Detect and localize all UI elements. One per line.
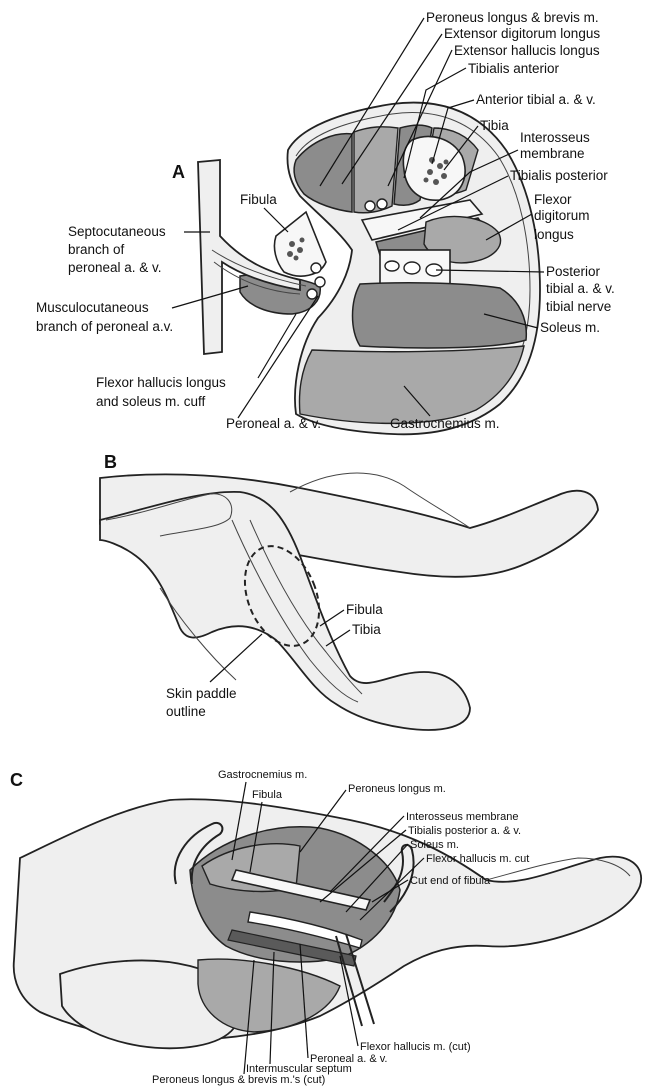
label-fibula-b: Fibula bbox=[346, 602, 383, 617]
fibula-marrow bbox=[287, 237, 305, 261]
panel-a-cross-section bbox=[286, 101, 541, 436]
label-tibia: Tibia bbox=[480, 118, 509, 133]
label-septocutaneous-2: branch of bbox=[68, 242, 125, 257]
label-posterior-tibial-3: tibial nerve bbox=[546, 299, 611, 314]
label-tibialis-anterior: Tibialis anterior bbox=[468, 61, 560, 76]
label-posterior-tibial-2: tibial a. & v. bbox=[546, 281, 615, 296]
tibia-outline-b bbox=[231, 519, 359, 703]
label-extensor-hallucis: Extensor hallucis longus bbox=[454, 43, 600, 58]
label-fibula-a: Fibula bbox=[240, 192, 277, 207]
label-musculocutaneous-2: branch of peroneal a.v. bbox=[36, 319, 173, 334]
posterior-tibial-vessel-2 bbox=[403, 261, 421, 275]
label-septocutaneous-3: peroneal a. & v. bbox=[68, 260, 162, 275]
label-soleus-a: Soleus m. bbox=[540, 320, 600, 335]
panel-b-letter: B bbox=[104, 452, 117, 472]
panel-a-fibula-flap bbox=[197, 159, 327, 356]
label-interosseus-1: Interosseus bbox=[520, 130, 590, 145]
label-soleus-c: Soleus m. bbox=[410, 839, 459, 851]
panel-c: C Gastrocnemius m. Fibula Peroneus longu… bbox=[10, 769, 643, 1086]
label-tibia-b: Tibia bbox=[352, 622, 381, 637]
extensor-digitorum-muscle bbox=[353, 126, 399, 214]
label-musculocutaneous-1: Musculocutaneous bbox=[36, 300, 149, 315]
tibia-marrow bbox=[423, 157, 449, 185]
anterior-tibial-vessels bbox=[364, 198, 388, 212]
label-skin-paddle-2: outline bbox=[166, 704, 206, 719]
panel-b: B Fibula Tibia Skin paddle outline bbox=[99, 452, 599, 731]
posterior-tibial-vessel-1 bbox=[384, 260, 400, 272]
panel-a: A bbox=[36, 10, 615, 436]
panel-a-letter: A bbox=[172, 162, 185, 182]
panel-a-leader-lines bbox=[171, 17, 545, 419]
label-flexor-digitorum-2: digitorum bbox=[534, 208, 590, 223]
label-fibula-c: Fibula bbox=[252, 789, 283, 801]
label-fhl-cuff-2: and soleus m. cuff bbox=[96, 394, 206, 409]
operative-leg bbox=[99, 490, 471, 731]
label-peroneus-lb-cut: Peroneus longus & brevis m.'s (cut) bbox=[152, 1074, 325, 1086]
fibula-exposed bbox=[230, 869, 372, 911]
femur-outline bbox=[105, 493, 233, 537]
interosseus-membrane bbox=[360, 199, 484, 241]
panel-c-leader-lines bbox=[231, 781, 425, 1075]
label-flexor-hallucis-cut: Flexor hallucis m. cut bbox=[426, 853, 529, 865]
label-tibialis-posterior: Tibialis posterior bbox=[510, 168, 608, 183]
label-anterior-tibial: Anterior tibial a. & v. bbox=[476, 92, 596, 107]
peroneus-muscle bbox=[293, 132, 353, 213]
fibula-bone bbox=[273, 210, 327, 277]
label-gastrocnemius-c: Gastrocnemius m. bbox=[218, 769, 307, 781]
label-extensor-digitorum: Extensor digitorum longus bbox=[444, 26, 600, 41]
skin-paddle-outline bbox=[243, 545, 321, 647]
panel-c-letter: C bbox=[10, 770, 23, 790]
label-flexor-digitorum-1: Flexor bbox=[534, 192, 572, 207]
peroneal-vessels-c bbox=[247, 911, 363, 949]
label-posterior-tibial-1: Posterior bbox=[546, 264, 601, 279]
label-peroneus-longus-brevis: Peroneus longus & brevis m. bbox=[426, 10, 599, 25]
label-tibialis-posterior-c: Tibialis posterior a. & v. bbox=[408, 825, 521, 837]
label-septocutaneous-1: Septocutaneous bbox=[68, 224, 166, 239]
label-interosseus-c: Interosseus membrane bbox=[406, 811, 519, 823]
skin-paddle-strip bbox=[197, 159, 301, 356]
label-intermuscular-septum: Intermuscular septum bbox=[246, 1063, 352, 1075]
instrument-clamp bbox=[335, 933, 375, 1027]
soleus-muscle bbox=[351, 282, 528, 349]
label-flexor-digitorum-3: longus bbox=[534, 227, 574, 242]
label-gastrocnemius-a: Gastrocnemius m. bbox=[390, 416, 500, 431]
label-skin-paddle-1: Skin paddle bbox=[166, 686, 237, 701]
fibula-outline-b bbox=[249, 519, 363, 695]
label-peroneal-av-a: Peroneal a. & v. bbox=[226, 416, 321, 431]
peroneal-vessels bbox=[306, 262, 326, 300]
label-flexor-hallucis-cut2: Flexor hallucis m. (cut) bbox=[360, 1041, 471, 1053]
label-fhl-cuff-1: Flexor hallucis longus bbox=[96, 375, 226, 390]
septocutaneous-branch bbox=[211, 249, 307, 287]
label-cut-end-fibula: Cut end of fibula bbox=[410, 875, 491, 887]
foot-contour bbox=[485, 857, 631, 881]
table-edge bbox=[159, 587, 237, 681]
label-peroneal-av-c: Peroneal a. & v. bbox=[310, 1053, 387, 1065]
panel-b-leader-lines bbox=[209, 609, 351, 683]
musculocutaneous-branch bbox=[213, 261, 301, 295]
intermuscular-septum-c bbox=[227, 929, 357, 967]
label-peroneus-longus-c: Peroneus longus m. bbox=[348, 783, 446, 795]
gastrocnemius-muscle bbox=[298, 345, 525, 425]
label-interosseus-2: membrane bbox=[520, 146, 585, 161]
contralateral-leg-contour bbox=[289, 472, 471, 529]
retractor-upper bbox=[173, 822, 224, 885]
